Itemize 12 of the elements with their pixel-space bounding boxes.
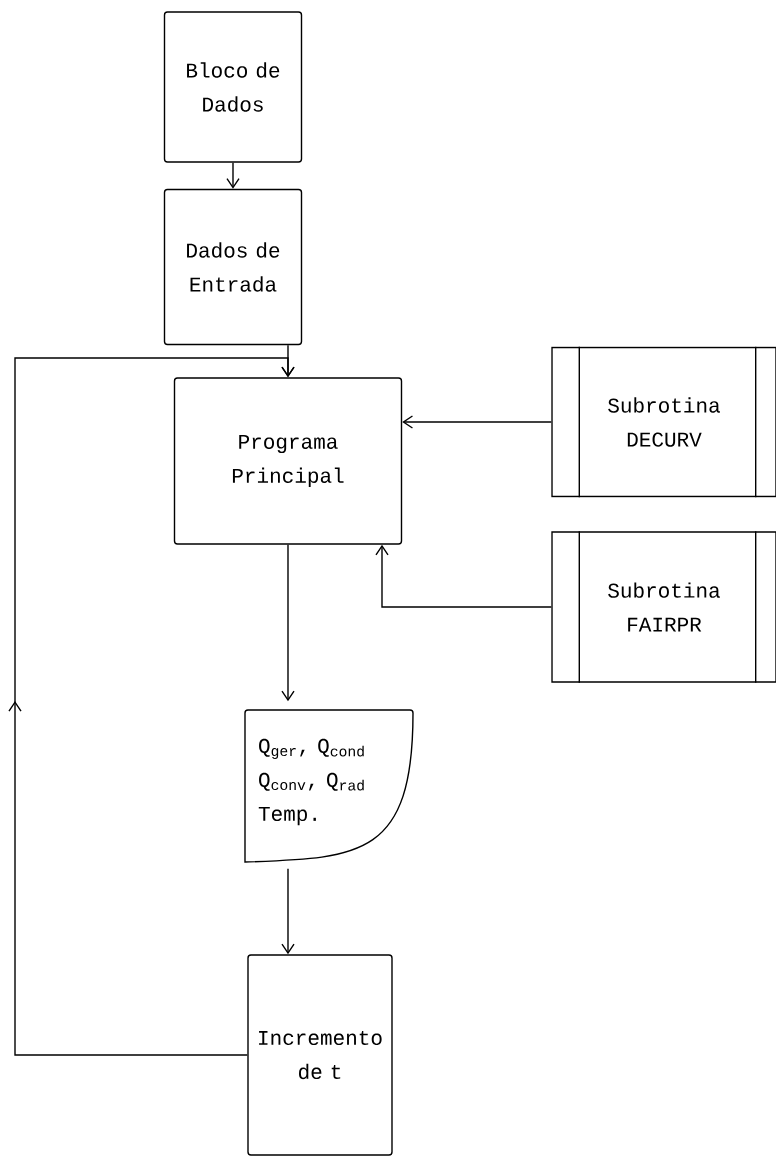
subroutine-box: Subrotina FAIRPR	[551, 530, 776, 684]
process-box: Incremento de t	[247, 954, 393, 1156]
arrow	[226, 162, 240, 189]
arrow	[281, 868, 295, 955]
subroutine-box: Subrotina DECURV	[551, 346, 776, 498]
arrow	[402, 415, 552, 429]
process-box: Dados de Entrada	[163, 188, 303, 346]
process-box: Programa Principal	[173, 377, 403, 545]
arrow	[281, 544, 295, 702]
arrow	[375, 544, 552, 608]
arrow	[8, 357, 295, 1056]
process-box: Bloco de Dados	[163, 11, 303, 163]
